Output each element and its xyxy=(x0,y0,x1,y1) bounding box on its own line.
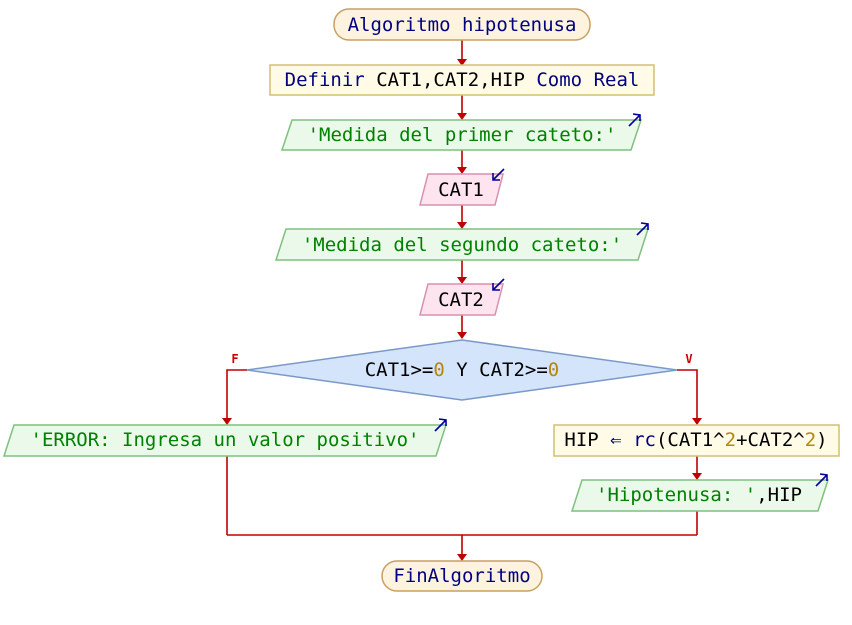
input-cat1-node: CAT1 xyxy=(419,168,505,206)
arrowhead xyxy=(457,113,467,120)
arrowhead xyxy=(457,59,467,66)
input-arrow-icon xyxy=(492,278,505,291)
start-node: Algoritmo hipotenusa xyxy=(333,8,591,41)
prompt2-text: 'Medida del segundo cateto:' xyxy=(302,234,622,256)
decision-node: CAT1>=0 Y CAT2>=0 F V xyxy=(231,339,693,401)
end-node: FinAlgoritmo xyxy=(381,560,543,592)
define-como: Como xyxy=(536,69,582,91)
read1-text: CAT1 xyxy=(438,179,484,201)
input-cat2-node: CAT2 xyxy=(419,278,505,316)
output-error-node: 'ERROR: Ingresa un valor positivo' xyxy=(2,418,448,457)
condition-operator: Y xyxy=(445,359,479,381)
result-string: 'Hipotenusa: ' xyxy=(596,484,756,506)
error-output-text: 'ERROR: Ingresa un valor positivo' xyxy=(31,429,420,451)
condition-number-1: 0 xyxy=(433,359,444,381)
assign-function: rc xyxy=(633,429,656,451)
assign-lhs: HIP xyxy=(564,429,598,451)
svg-text:'Hipotenusa: ',HIP: 'Hipotenusa: ',HIP xyxy=(596,484,802,506)
connector-false-branch xyxy=(226,369,247,419)
output-result-node: 'Hipotenusa: ',HIP xyxy=(570,473,830,512)
false-label: F xyxy=(231,352,238,366)
arrowhead xyxy=(457,222,467,229)
arrowhead xyxy=(222,418,232,425)
output-arrow-icon xyxy=(628,113,641,127)
define-type: Real xyxy=(594,69,640,91)
output-prompt1-node: 'Medida del primer cateto:' xyxy=(280,113,643,151)
connectors xyxy=(222,40,702,561)
assign-number-1: 2 xyxy=(725,429,736,451)
output-prompt2-node: 'Medida del segundo cateto:' xyxy=(274,222,650,261)
read2-text: CAT2 xyxy=(438,289,484,311)
arrowhead xyxy=(692,418,702,425)
arrowhead xyxy=(457,554,467,561)
assign-part-2: +CAT2^ xyxy=(736,429,805,451)
arrowhead xyxy=(457,332,467,339)
condition-part-a: CAT1>= xyxy=(365,359,434,381)
define-node: Definir CAT1,CAT2,HIP Como Real xyxy=(269,64,655,96)
assign-number-2: 2 xyxy=(805,429,816,451)
assign-node: HIP ⇐ rc(CAT1^2+CAT2^2) xyxy=(553,424,840,457)
result-variable: ,HIP xyxy=(756,484,802,506)
svg-text:CAT1>=0 Y CAT2>=0: CAT1>=0 Y CAT2>=0 xyxy=(365,359,560,381)
output-arrow-icon xyxy=(434,418,447,432)
output-arrow-icon xyxy=(636,222,649,236)
start-keyword: Algoritmo xyxy=(348,14,451,36)
connector-true-branch xyxy=(677,369,698,419)
svg-text:Definir CAT1,CAT2,HIP Como Rea: Definir CAT1,CAT2,HIP Como Real xyxy=(285,69,640,91)
svg-text:HIP ⇐ rc(CAT1^2+CAT2^2): HIP ⇐ rc(CAT1^2+CAT2^2) xyxy=(564,429,827,451)
assign-part-1: (CAT1^ xyxy=(656,429,725,451)
input-arrow-icon xyxy=(492,168,505,181)
condition-part-b: CAT2>= xyxy=(479,359,548,381)
assign-part-3: ) xyxy=(816,429,827,451)
define-keyword: Definir xyxy=(285,69,365,91)
prompt1-text: 'Medida del primer cateto:' xyxy=(308,124,617,146)
end-keyword: FinAlgoritmo xyxy=(393,565,530,587)
arrowhead xyxy=(457,167,467,174)
algorithm-name: hipotenusa xyxy=(462,14,576,36)
assign-arrow: ⇐ xyxy=(610,429,621,451)
define-vars: CAT1,CAT2,HIP xyxy=(376,69,525,91)
condition-number-2: 0 xyxy=(548,359,559,381)
output-arrow-icon xyxy=(815,473,828,487)
true-label: V xyxy=(685,352,692,366)
svg-text:Algoritmo hipotenusa: Algoritmo hipotenusa xyxy=(348,14,577,36)
arrowhead xyxy=(692,473,702,480)
arrowhead xyxy=(457,277,467,284)
